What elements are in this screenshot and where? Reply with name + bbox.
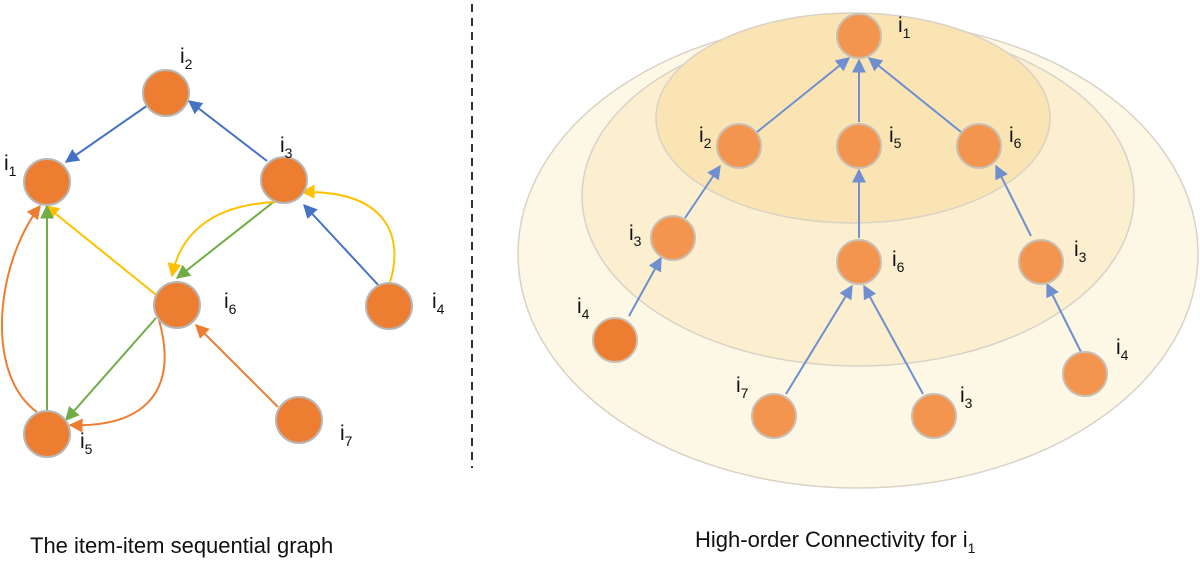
r-edge-i3-to-i6b xyxy=(863,284,924,395)
label-i4: i4 xyxy=(432,290,445,317)
r-node-i2 xyxy=(716,123,762,169)
label-i6: i6 xyxy=(224,290,237,317)
right-nodes xyxy=(592,13,1108,439)
r-node-i1 xyxy=(836,13,882,59)
edge-i6-to-i1-yellow xyxy=(44,205,161,299)
right-graph: i1 i2 i5 i6 i3 i6 i3 i4 i7 i3 i4 High-or… xyxy=(517,12,1199,556)
node-i6 xyxy=(153,281,201,329)
label-i1: i1 xyxy=(4,152,17,179)
r-label-i3-right: i3 xyxy=(1074,238,1087,265)
edge-i5-to-i1-orange xyxy=(1,204,41,413)
r-edge-i3-to-i6 xyxy=(995,164,1032,237)
r-edge-i3-to-i2 xyxy=(684,164,721,219)
r-edge-i2-to-i1 xyxy=(756,57,851,133)
label-i7: i7 xyxy=(340,422,353,449)
edge-i3-to-i2 xyxy=(187,100,268,162)
r-node-i4-left xyxy=(592,317,638,363)
hop-ring-inner xyxy=(655,12,1051,224)
r-label-i4-right: i4 xyxy=(1116,336,1129,363)
left-nodes xyxy=(23,69,413,458)
node-i3 xyxy=(260,156,308,204)
r-label-i2: i2 xyxy=(699,124,712,151)
left-edges xyxy=(1,100,396,433)
r-label-i1: i1 xyxy=(898,14,911,41)
node-i7 xyxy=(275,396,323,444)
r-edge-i6-to-i1 xyxy=(867,57,962,133)
label-i2: i2 xyxy=(180,45,193,72)
label-i5: i5 xyxy=(80,430,93,457)
r-edge-i4-to-i3 xyxy=(628,256,662,317)
r-node-i6-mid xyxy=(836,239,882,285)
edge-i7-to-i6-orange xyxy=(195,324,279,408)
left-graph: i2 i1 i3 i6 i4 i5 i7 The item-item seque… xyxy=(1,45,445,558)
r-label-i3-left: i3 xyxy=(629,222,642,249)
edge-i4-to-i3-yellow xyxy=(300,184,396,283)
node-i4 xyxy=(365,282,413,330)
label-i3: i3 xyxy=(280,134,293,161)
r-node-i4-right xyxy=(1062,351,1108,397)
r-node-i3-bottom xyxy=(911,393,957,439)
r-label-i6-mid: i6 xyxy=(892,248,905,275)
node-i1 xyxy=(23,158,71,206)
r-edge-i4-to-i3b xyxy=(1046,282,1082,353)
r-node-i5 xyxy=(836,123,882,169)
r-label-i6-top: i6 xyxy=(1009,124,1022,151)
r-node-i6-top xyxy=(956,123,1002,169)
edge-i2-to-i1 xyxy=(64,104,149,163)
r-label-i4-left: i4 xyxy=(577,295,590,322)
r-node-i3-right xyxy=(1018,239,1064,285)
node-i2 xyxy=(142,69,190,117)
edge-i4-to-i3 xyxy=(303,203,382,289)
left-caption: The item-item sequential graph xyxy=(30,533,333,558)
edge-i3-to-i6-yellow xyxy=(167,201,277,278)
r-edge-i7-to-i6 xyxy=(785,284,853,395)
r-node-i7 xyxy=(751,393,797,439)
r-label-i7: i7 xyxy=(736,374,749,401)
r-node-i3-left xyxy=(650,215,696,261)
edge-i6-to-i5-green xyxy=(65,317,157,422)
r-label-i3-bottom: i3 xyxy=(960,384,973,411)
edge-i6-to-i5-orange xyxy=(68,319,166,433)
right-edges xyxy=(628,57,1082,395)
right-caption: High-order Connectivity for i1 xyxy=(695,527,976,556)
r-label-i5: i5 xyxy=(889,124,902,151)
edge-i3-to-i6-green xyxy=(175,199,277,279)
node-i5 xyxy=(23,410,71,458)
